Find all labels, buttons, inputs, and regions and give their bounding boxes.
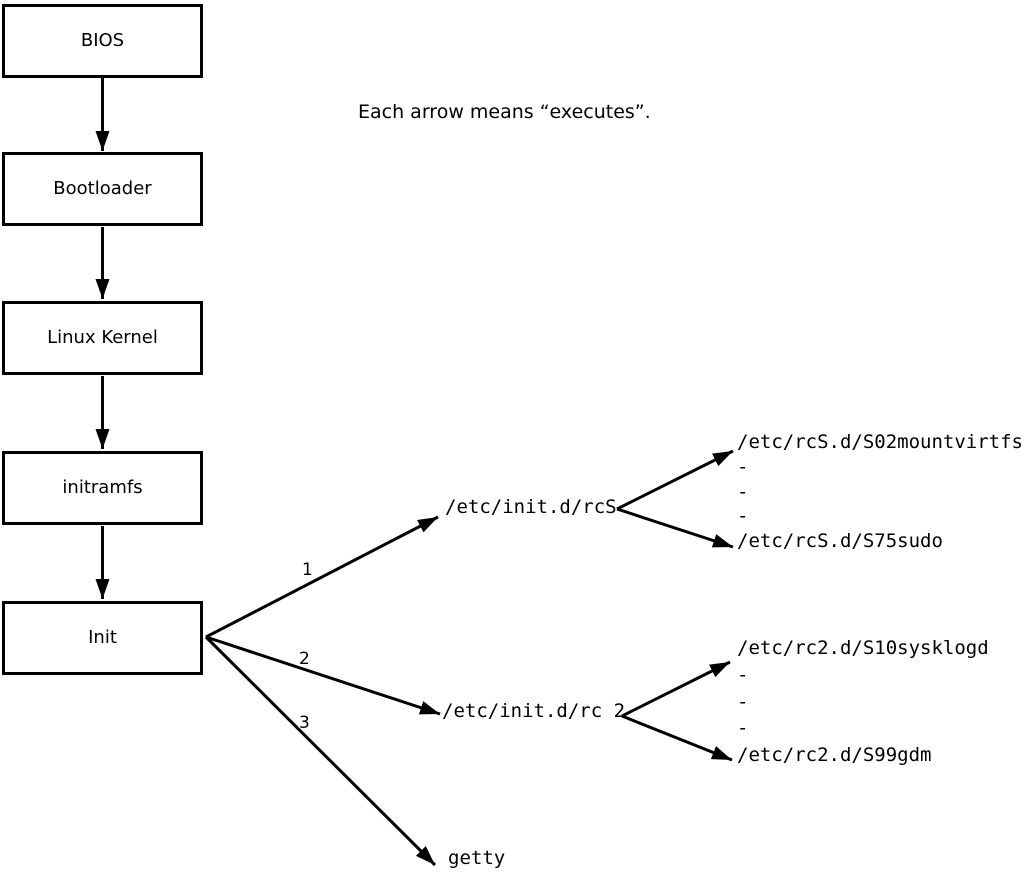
node-linux-kernel-label: Linux Kernel [47, 327, 158, 348]
node-init: Init [2, 601, 203, 675]
node-initramfs-label: initramfs [62, 477, 143, 498]
arrow-init-to-getty [204, 635, 437, 867]
rc2-ellipsis-dash-1: - [737, 664, 749, 686]
node-bootloader-label: Bootloader [53, 178, 152, 199]
node-initramfs: initramfs [2, 451, 203, 525]
node-bios-label: BIOS [80, 30, 125, 51]
script-rc2-child-S10sysklogd: /etc/rc2.d/S10sysklogd [737, 637, 989, 659]
rcS-ellipsis-dash-1: - [737, 456, 749, 478]
node-linux-kernel: Linux Kernel [2, 301, 203, 375]
node-bios: BIOS [2, 4, 203, 78]
arrow-rc2-to-S10sysklogd [621, 660, 731, 718]
rc2-ellipsis-dash-3: - [737, 717, 749, 739]
script-getty: getty [448, 847, 506, 869]
rcS-ellipsis-dash-3: - [737, 505, 749, 527]
script-rcS-child-S75sudo: /etc/rcS.d/S75sudo [737, 530, 943, 552]
arrow-label-2: 2 [299, 649, 310, 669]
script-rcS-child-S02mountvirtfs: /etc/rcS.d/S02mountvirtfs [737, 431, 1023, 453]
script-init-rc2: /etc/init.d/rc 2 [442, 700, 626, 722]
arrow-rcS-to-S75sudo [616, 507, 734, 549]
arrow-label-1: 1 [302, 560, 313, 580]
arrow-label-3: 3 [299, 713, 310, 733]
script-init-rcS: /etc/init.d/rcS [445, 496, 617, 518]
node-init-label: Init [88, 627, 117, 648]
arrow-rc2-to-S99gdm [621, 714, 733, 762]
arrow-rcS-to-S02mountvirtfs [616, 449, 734, 511]
arrow-init-to-rc2 [205, 635, 441, 716]
script-rc2-child-S99gdm: /etc/rc2.d/S99gdm [737, 744, 932, 766]
arrow-init-to-rcS [205, 515, 439, 639]
rcS-ellipsis-dash-2: - [737, 481, 749, 503]
rc2-ellipsis-dash-2: - [737, 691, 749, 713]
node-bootloader: Bootloader [2, 152, 203, 226]
legend-note: Each arrow means “executes”. [358, 101, 651, 123]
